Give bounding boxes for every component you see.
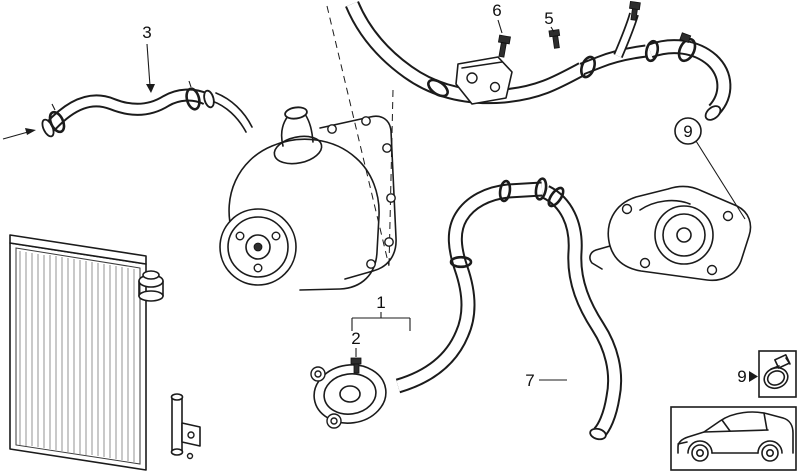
coolant-hose-3 — [41, 80, 215, 138]
callout-label-6: 6 — [492, 1, 501, 20]
hose-clamp-icon — [449, 255, 473, 269]
worm-drive-clamp-icon — [763, 354, 791, 390]
hose-clamp-icon — [547, 186, 565, 208]
hose-clamp-icon — [185, 87, 201, 111]
bolt-6-icon — [497, 34, 511, 58]
radiator-lower-outlet — [170, 393, 201, 460]
water-pump-pulley — [219, 208, 297, 286]
car-body-icon — [677, 411, 794, 462]
radiator-illustration — [9, 234, 201, 471]
callout-label-9-detail: 9 — [737, 367, 746, 386]
hose-clamp-icon — [48, 110, 66, 134]
callout-label-3: 3 — [142, 23, 151, 42]
vent-hose-assembly — [345, 0, 732, 121]
hose-clamp-icon — [498, 179, 512, 203]
bolt-5-icon — [548, 29, 561, 49]
callout-3: 3 — [142, 23, 155, 93]
callout-9-circled: 9 — [674, 117, 746, 220]
callout-label-9: 9 — [683, 122, 692, 141]
detail-arrow-icon — [749, 371, 758, 382]
pointer-arrow-left — [2, 128, 36, 140]
coolant-hose-7 — [534, 177, 623, 441]
callout-label-5: 5 — [544, 9, 553, 28]
callout-1: 1 — [351, 293, 411, 331]
clamp-detail-box: 9 — [737, 350, 797, 398]
hose-clamp-icon — [644, 39, 660, 63]
thermostat-housing-illustration — [589, 185, 752, 282]
worm-clamp-on-hose — [677, 32, 697, 63]
hose-clamp-icon — [580, 55, 596, 79]
water-pump-illustration — [211, 92, 397, 291]
callout-label-7: 7 — [525, 371, 534, 390]
car-thumbnail-box — [670, 406, 797, 471]
pump-mounting-plate — [319, 115, 397, 280]
radiator-filler-cap — [138, 270, 164, 302]
callout-label-2: 2 — [351, 329, 360, 348]
callout-6: 6 — [492, 1, 503, 34]
coolant-hose-1 — [395, 179, 543, 394]
water-flange-illustration — [310, 357, 387, 429]
callout-7: 7 — [525, 371, 567, 390]
radiator-core-fins — [19, 251, 135, 462]
callout-5: 5 — [544, 9, 555, 33]
callout-label-1: 1 — [376, 293, 385, 312]
hose-bracket — [455, 56, 513, 105]
callout-circle — [674, 117, 702, 145]
hose-clamp-icon — [427, 78, 449, 98]
bolt-top-icon — [629, 0, 641, 21]
hose-clamp-icon — [534, 177, 548, 201]
sealing-bolt-2-icon — [350, 357, 362, 374]
callout-2: 2 — [351, 329, 361, 357]
